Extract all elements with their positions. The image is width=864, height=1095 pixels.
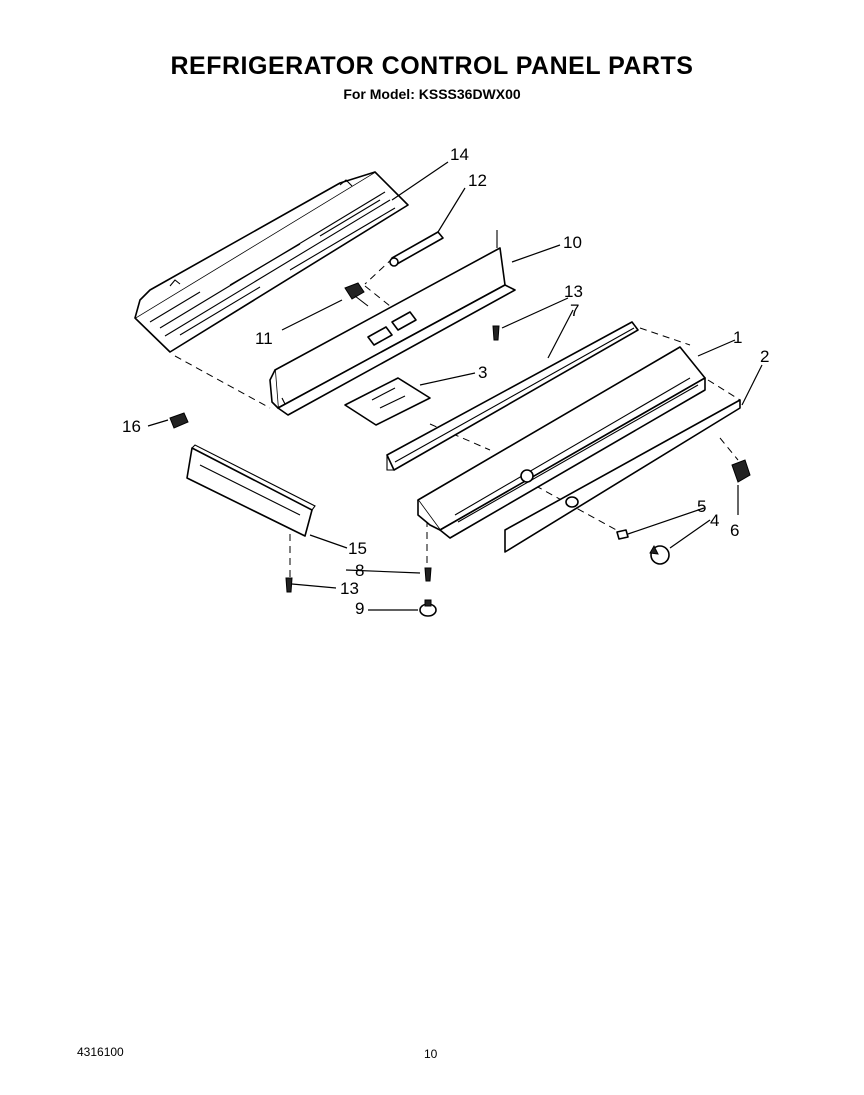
leader-lines — [147, 161, 763, 611]
part-14-grille — [134, 171, 409, 353]
callout-5: 5 — [697, 497, 706, 516]
callout-1: 1 — [733, 328, 742, 347]
callout-4: 4 — [710, 511, 719, 530]
callout-8: 8 — [355, 561, 364, 580]
callout-13-lower: 13 — [340, 579, 359, 598]
callout-10: 10 — [563, 233, 582, 252]
part-15-trim — [186, 444, 316, 537]
document-number: 4316100 — [77, 1045, 124, 1059]
part-6-switch — [731, 459, 751, 483]
callout-labels: 14 12 10 13 7 11 3 1 2 5 4 6 16 15 8 13 … — [122, 145, 769, 618]
page-title: REFRIGERATOR CONTROL PANEL PARTS — [170, 52, 694, 80]
part-2-panel — [504, 399, 741, 553]
callout-13-upper: 13 — [564, 282, 583, 301]
callout-11: 11 — [255, 329, 273, 348]
callout-16: 16 — [122, 417, 141, 436]
part-16-clip — [169, 412, 189, 429]
callout-2: 2 — [760, 347, 769, 366]
model-subtitle: For Model: KSSS36DWX00 — [343, 86, 521, 102]
callout-7: 7 — [570, 301, 579, 320]
callout-12: 12 — [468, 171, 487, 190]
page-number: 10 — [424, 1047, 438, 1061]
part-13-screw-lower — [285, 577, 293, 593]
part-12-bulb — [389, 231, 444, 267]
part-13-screw-upper — [492, 325, 500, 341]
part-7-strip — [386, 321, 639, 471]
part-5-clip — [616, 529, 629, 540]
part-11-socket — [344, 282, 369, 307]
part-8-screw — [424, 567, 432, 582]
callout-14: 14 — [450, 145, 469, 164]
callout-3: 3 — [478, 363, 487, 382]
part-9-foot — [419, 599, 437, 617]
callout-9: 9 — [355, 599, 364, 618]
callout-15: 15 — [348, 539, 367, 558]
callout-6: 6 — [730, 521, 739, 540]
part-3-board — [344, 377, 431, 426]
part-4-knob — [649, 544, 670, 565]
part-10-channel — [269, 230, 516, 416]
part-1-housing — [417, 346, 706, 539]
